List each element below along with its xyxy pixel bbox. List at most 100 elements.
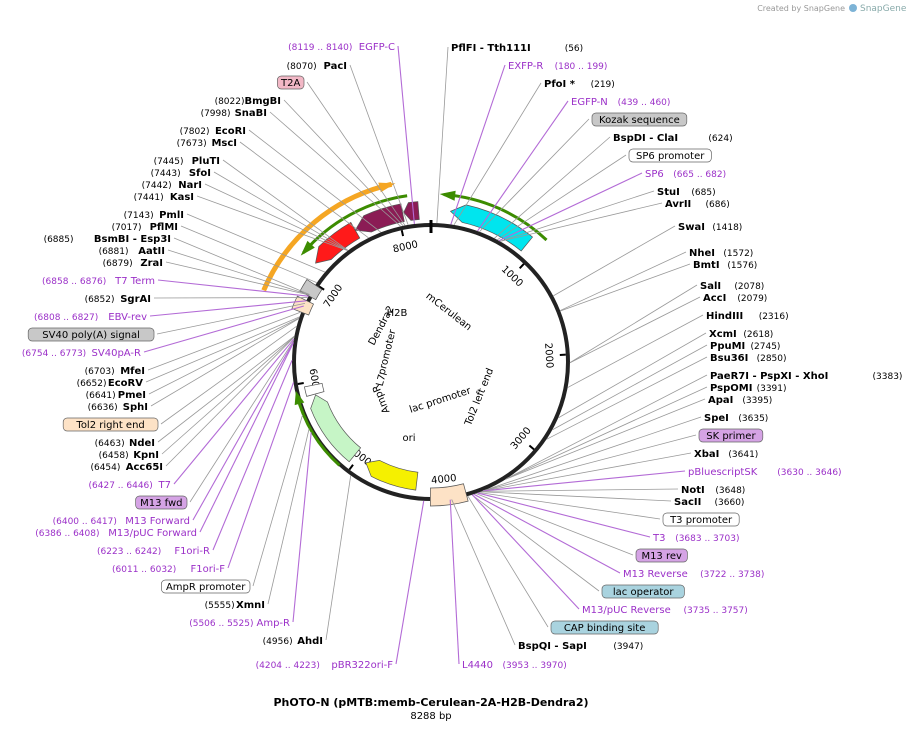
- feature-name: T2A: [280, 78, 300, 89]
- tick-label: 3000: [509, 425, 534, 452]
- direction-arrowhead: [294, 390, 305, 406]
- enzyme-label: AhdI(4956): [263, 636, 323, 647]
- site-position: (56): [565, 44, 583, 54]
- site-name: PflFI - Tth111I: [451, 43, 531, 54]
- site-name: KasI: [170, 192, 194, 203]
- site-name: PaeR7I - PspXI - XhoI: [710, 371, 828, 382]
- leader-line: [189, 340, 294, 503]
- site-position: (3683 .. 3703): [675, 534, 739, 544]
- enzyme-label: PfoI *(219): [544, 79, 615, 90]
- site-name: AccI: [703, 293, 726, 304]
- feature-label: AmpR promoter: [161, 579, 251, 594]
- leader-line: [269, 111, 401, 227]
- site-name: SalI: [700, 281, 721, 292]
- site-name: SP6: [645, 169, 664, 180]
- site-name: XmnI: [236, 600, 265, 611]
- map-title: PhOTO-N (pMTB:memb-Cerulean-2A-H2B-Dendr…: [273, 696, 588, 709]
- direction-arc: [302, 194, 408, 254]
- site-position: (6636): [88, 403, 118, 413]
- tick-label: 2000: [542, 343, 554, 369]
- feature-name: AmpR promoter: [166, 582, 246, 593]
- site-name: BmgBI: [244, 96, 281, 107]
- site-name: EXFP-R: [508, 61, 543, 72]
- leader-line: [252, 414, 303, 587]
- enzyme-label: SalI (2078): [700, 281, 764, 292]
- leader-line: [478, 492, 661, 520]
- enzyme-label: BspQI - SapI(3947): [518, 641, 643, 652]
- leader-line: [161, 336, 295, 455]
- site-position: (7441): [134, 193, 164, 203]
- leader-line: [569, 296, 701, 364]
- site-position: (2078): [734, 282, 764, 292]
- tick-mark: [297, 382, 304, 385]
- site-position: (4956): [263, 637, 293, 647]
- leader-line: [292, 432, 312, 623]
- site-name: F1ori-R: [174, 546, 210, 557]
- site-position: (6885): [44, 235, 74, 245]
- leader-line: [186, 213, 326, 273]
- leader-line: [306, 81, 406, 226]
- backbone-circle: [292, 223, 570, 501]
- feature-box: [135, 495, 188, 510]
- enzyme-label: AvrII(686): [665, 199, 730, 210]
- site-name: MscI: [211, 138, 237, 149]
- leader-line: [473, 493, 621, 574]
- direction-arc: [443, 192, 548, 242]
- primer-label: Amp-R(5506 .. 5525): [189, 618, 290, 629]
- site-name: ApaI: [708, 395, 733, 406]
- enzyme-label: NotI(3648): [681, 485, 745, 496]
- leader-line: [471, 494, 580, 610]
- site-name: Amp-R: [257, 618, 291, 629]
- enzyme-label: PflFI - Tth111I (56): [451, 43, 583, 54]
- site-position: (6808 .. 6827): [34, 313, 98, 323]
- enzyme-label: ZraI(6879): [103, 258, 163, 269]
- site-name: Acc65I: [126, 462, 163, 473]
- site-name: pBR322ori-F: [331, 660, 393, 671]
- site-name: NotI: [681, 485, 705, 496]
- leader-line: [156, 303, 306, 335]
- enzyme-label: EcoRV(6652): [77, 378, 144, 389]
- site-position: (6754 .. 6773): [22, 349, 86, 359]
- feature-arrow: [354, 203, 405, 233]
- feature-label: M13 rev: [635, 548, 688, 563]
- feature-arrow: [403, 201, 420, 221]
- site-position: (6858 .. 6876): [42, 277, 106, 287]
- feature-label: SV40 poly(A) signal: [27, 327, 155, 342]
- enzyme-label: BmtI(1576): [693, 260, 757, 271]
- site-name: AatII: [138, 246, 165, 257]
- site-position: (1572): [723, 249, 753, 259]
- site-position: (6400 .. 6417): [53, 517, 117, 527]
- leader-line: [173, 338, 295, 485]
- site-position: (5555): [205, 601, 235, 611]
- primer-label: T7 Term(6858 .. 6876): [42, 276, 155, 287]
- leader-line: [494, 136, 611, 239]
- primer-label: T7(6427 .. 6446): [89, 480, 171, 491]
- site-name: F1ori-F: [191, 564, 226, 575]
- leader-line: [498, 172, 643, 242]
- enzyme-label: PspOMI(3391): [710, 383, 787, 394]
- enzyme-label: Acc65I(6454): [90, 462, 163, 473]
- site-position: (2316): [759, 312, 789, 322]
- site-position: (685): [691, 188, 715, 198]
- map-length: 8288 bp: [410, 711, 451, 722]
- site-name: ZraI: [140, 258, 163, 269]
- site-name: StuI: [657, 187, 680, 198]
- enzyme-label: EcoRI(7802): [180, 126, 246, 137]
- site-name: SV40pA-R: [92, 348, 141, 359]
- site-name: SacII: [674, 497, 701, 508]
- enzyme-label: NarI(7442): [142, 180, 202, 191]
- leader-line: [160, 325, 297, 425]
- feature-name: M13 fwd: [140, 498, 182, 509]
- enzyme-label: StuI (685): [657, 187, 716, 198]
- primer-label: SV40pA-R (6754 .. 6773): [22, 348, 141, 359]
- enzyme-label: Bsu36I(2850): [710, 353, 787, 364]
- primer-label: M13 Reverse(3722 .. 3738): [623, 569, 764, 580]
- feature-arrow: [449, 204, 534, 252]
- site-name: EBV-rev: [108, 312, 147, 323]
- site-position: (8119 .. 8140): [288, 43, 352, 53]
- credit-text: Created by SnapGene: [757, 4, 845, 13]
- leader-line: [560, 263, 691, 312]
- leader-line: [453, 82, 542, 226]
- leader-line: [147, 311, 302, 371]
- site-name: PmeI: [118, 390, 146, 401]
